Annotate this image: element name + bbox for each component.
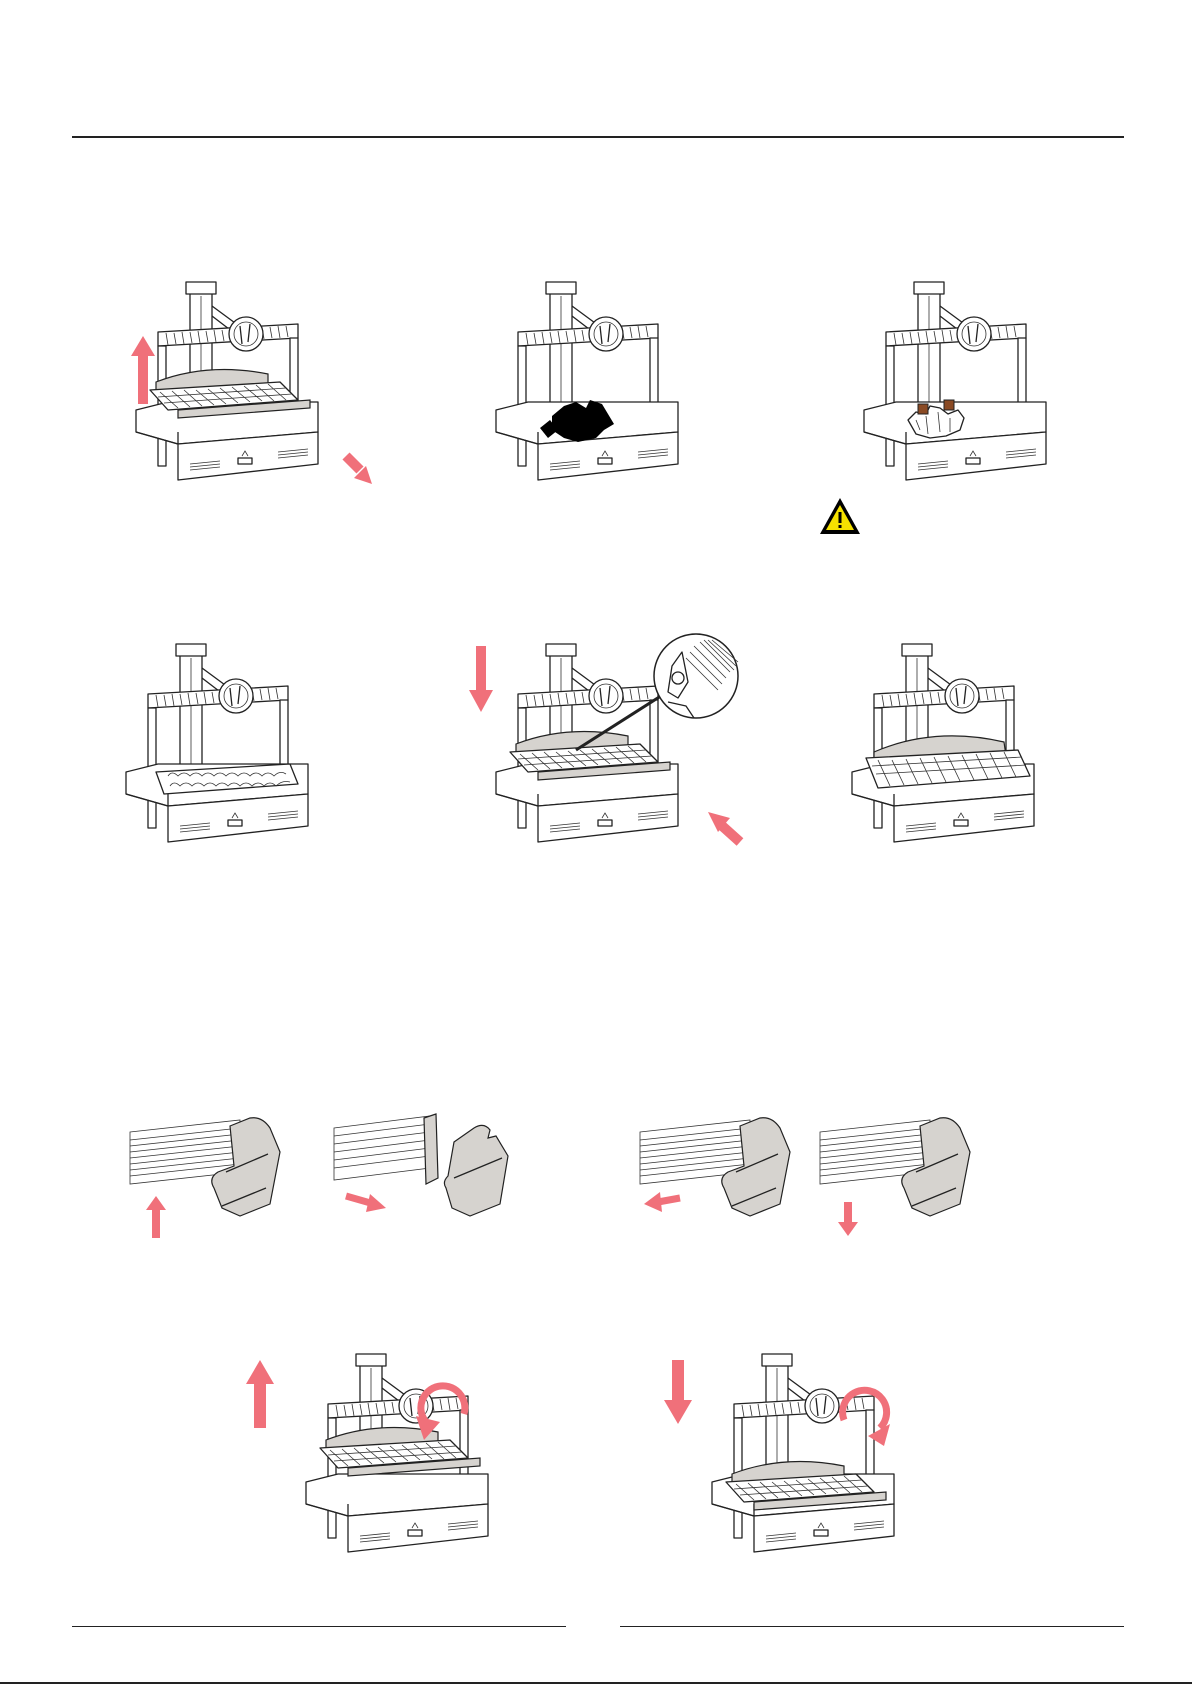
rotate-arrow-icon xyxy=(416,1386,465,1440)
lower-grill-figure xyxy=(668,1344,930,1584)
right-arrow-icon xyxy=(346,1194,386,1212)
down-arrow-icon xyxy=(469,646,493,712)
handle-step-b-figure xyxy=(334,1108,524,1238)
down-arrow-icon xyxy=(664,1360,692,1424)
down-right-arrow-icon xyxy=(346,456,372,484)
footer-rule-right xyxy=(620,1626,1124,1627)
step-1-remove-grill-figure xyxy=(118,280,378,500)
up-arrow-icon xyxy=(246,1360,274,1428)
up-arrow-icon xyxy=(131,336,155,404)
step-4-charcoal-spread-figure xyxy=(108,642,348,862)
raise-grill-figure xyxy=(246,1344,508,1584)
step-3-add-firestarters-figure xyxy=(846,280,1086,500)
top-rule xyxy=(72,136,1124,138)
handle-step-a-figure xyxy=(130,1112,300,1242)
left-arrow-icon xyxy=(644,1192,680,1212)
step-2-add-charcoal-figure xyxy=(478,280,718,500)
page-bottom-rule xyxy=(0,1682,1192,1684)
up-left-arrow-icon xyxy=(708,812,740,842)
step-5-insert-grill-figure xyxy=(468,632,768,864)
handle-step-d-figure xyxy=(820,1112,990,1242)
footer-rule-left xyxy=(72,1626,566,1627)
up-arrow-icon xyxy=(146,1196,166,1238)
step-6-ready-figure xyxy=(834,642,1074,862)
down-arrow-icon xyxy=(838,1202,858,1236)
handle-step-c-figure xyxy=(640,1112,810,1242)
warning-triangle-icon xyxy=(818,496,862,536)
